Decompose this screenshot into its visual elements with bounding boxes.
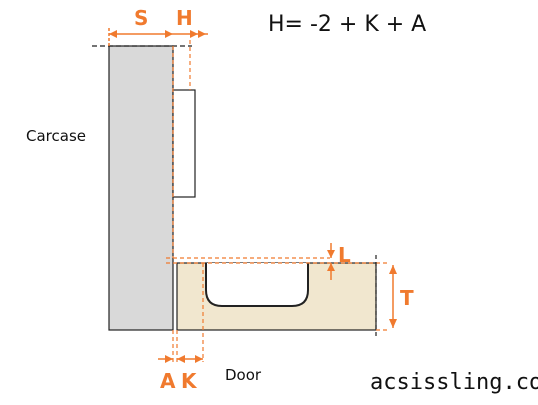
dimension-t — [389, 265, 397, 328]
dimension-t-label: T — [400, 286, 414, 310]
dimension-l — [327, 243, 335, 280]
hinge-plate — [172, 89, 196, 198]
dimension-s — [108, 28, 173, 46]
carcase-panel — [108, 45, 174, 331]
dimension-h — [173, 30, 208, 38]
dimension-a — [158, 355, 173, 363]
dimension-l-label: L — [338, 243, 351, 267]
brand-text: acsissling.com — [370, 370, 538, 395]
carcase-label: Carcase — [26, 127, 86, 145]
dimension-h-label: H — [176, 6, 193, 30]
formula-text: H= -2 + K + A — [268, 12, 426, 37]
door-label: Door — [225, 366, 262, 384]
dimension-k — [177, 355, 203, 363]
dimension-a-label: A — [160, 369, 176, 393]
guide-lines — [166, 40, 390, 362]
hinge-cup-recess — [205, 263, 309, 307]
dimension-s-label: S — [134, 6, 148, 30]
dimension-k-label: K — [181, 369, 198, 393]
